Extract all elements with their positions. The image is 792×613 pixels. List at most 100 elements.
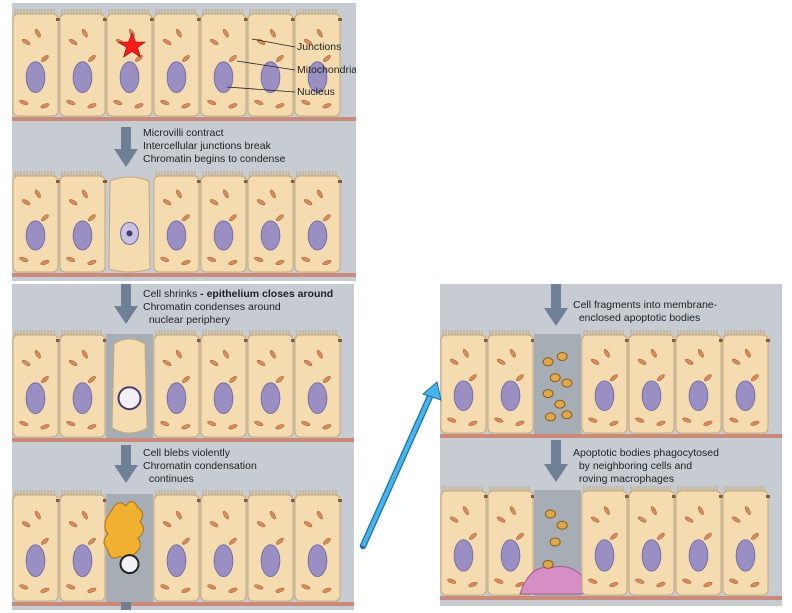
epithelial-cell — [59, 9, 107, 117]
down-arrow-icon — [114, 149, 138, 167]
step5-line1: Apoptotic bodies phagocytosed — [573, 447, 719, 459]
epithelial-cell — [153, 490, 201, 602]
nucleus-shape — [307, 220, 328, 251]
nucleus-shape — [72, 544, 93, 578]
nucleus-shape — [453, 380, 474, 411]
apoptotic-body — [542, 389, 554, 399]
epithelial-cell — [200, 490, 248, 602]
nucleus-shape — [307, 61, 328, 93]
step3-line2: Chromatin condensation — [143, 460, 257, 472]
nucleus-shape — [166, 382, 187, 414]
nucleus-shape — [594, 380, 615, 411]
epithelial-cell — [628, 486, 676, 596]
epithelial-cell — [294, 490, 342, 602]
apoptotic-body — [554, 399, 566, 409]
epithelial-cell — [247, 330, 295, 438]
epithelial-cell — [440, 486, 488, 596]
step-arrow — [544, 440, 568, 482]
step-arrow — [544, 284, 568, 326]
epithelial-cell — [106, 334, 153, 438]
apoptotic-body — [542, 559, 554, 569]
epithelial-cell — [581, 486, 629, 596]
nucleus-shape — [307, 544, 328, 578]
nucleus-shape — [641, 380, 662, 411]
epithelial-cell — [247, 9, 295, 117]
epithelium-row-shrinking — [12, 330, 354, 442]
epithelial-cell — [12, 330, 60, 438]
label-junctions: Junctions — [297, 41, 341, 53]
epithelium-row-condensing — [12, 171, 356, 277]
nucleus-shape — [594, 539, 615, 572]
step4-line2: enclosed apoptotic bodies — [573, 312, 700, 324]
step2-line3: nuclear periphery — [143, 314, 231, 326]
epithelial-cell — [294, 9, 342, 117]
epithelial-cell — [200, 9, 248, 117]
step3-line1: Cell blebs violently — [143, 447, 231, 459]
nucleus-shape — [213, 544, 234, 578]
step5-line3: roving macrophages — [573, 473, 674, 485]
epithelial-cell — [108, 176, 151, 273]
nucleus-shape — [260, 220, 281, 251]
nucleus-shape — [72, 382, 93, 414]
nucleus-shape — [72, 220, 93, 251]
nucleus-shape — [25, 220, 46, 251]
apoptotic-body — [556, 520, 568, 530]
epithelial-cell — [59, 490, 107, 602]
epithelium-row-normal — [12, 9, 356, 121]
nucleus-shape — [213, 61, 234, 93]
epithelium-row-fragmenting — [440, 330, 782, 438]
step-arrow — [114, 284, 138, 324]
nucleus-shape — [166, 544, 187, 578]
apoptotic-body — [561, 410, 573, 420]
epithelial-cell — [628, 330, 676, 434]
down-arrow-icon — [544, 308, 568, 326]
step-arrow — [114, 127, 138, 167]
step5-line2: by neighboring cells and — [573, 460, 692, 472]
epithelial-cell — [59, 171, 107, 273]
epithelial-cell — [519, 490, 594, 596]
apoptotic-body — [544, 509, 556, 519]
apoptotic-body — [549, 373, 561, 383]
red-star-icon — [118, 32, 146, 58]
apoptotic-body — [549, 537, 561, 547]
panel-left-bottom-svg: Cell shrinks - epithelium closes around … — [12, 284, 354, 610]
epithelial-cell — [487, 330, 535, 434]
epithelial-cell — [722, 330, 770, 434]
nucleus-shape — [735, 380, 756, 411]
down-arrow-icon — [114, 306, 138, 324]
down-arrow-icon — [114, 465, 138, 483]
nucleus-shape — [688, 380, 709, 411]
label-nucleus: Nucleus — [297, 86, 335, 98]
epithelial-cell — [106, 9, 154, 117]
panel-left-bottom: Cell shrinks - epithelium closes around … — [12, 284, 354, 610]
nucleus-shape — [213, 382, 234, 414]
epithelial-cell — [12, 9, 60, 117]
step1-line2: Intercellular junctions break — [143, 140, 272, 152]
epithelial-cell — [12, 171, 60, 273]
step-arrow — [114, 445, 138, 483]
nucleus-shape — [688, 539, 709, 572]
step1-line1: Microvilli contract — [143, 127, 224, 139]
epithelial-cell — [59, 330, 107, 438]
nucleus-shape — [72, 61, 93, 93]
nucleus-shape — [166, 220, 187, 251]
panel-left-top-svg: Microvilli contract Intercellular juncti… — [12, 9, 356, 277]
epithelial-cell — [247, 171, 295, 273]
epithelial-cell — [581, 330, 629, 434]
label-mitochondria: Mitochondria — [297, 64, 356, 76]
nucleus-shape — [119, 61, 140, 93]
nucleus-shape — [25, 382, 46, 414]
down-arrow-icon — [544, 464, 568, 482]
nucleus-shape — [166, 61, 187, 93]
nucleus-shape — [25, 61, 46, 93]
nucleus-shape — [25, 544, 46, 578]
nucleus-shape — [641, 539, 662, 572]
epithelial-cell — [153, 9, 201, 117]
nucleus-shape — [500, 539, 521, 572]
nucleus-shape — [260, 61, 281, 93]
epithelial-cell — [534, 334, 581, 434]
step4-line1: Cell fragments into membrane- — [573, 299, 718, 311]
step-arrow-stub — [121, 602, 131, 610]
epithelial-cell — [247, 490, 295, 602]
nucleus-shape — [453, 539, 474, 572]
